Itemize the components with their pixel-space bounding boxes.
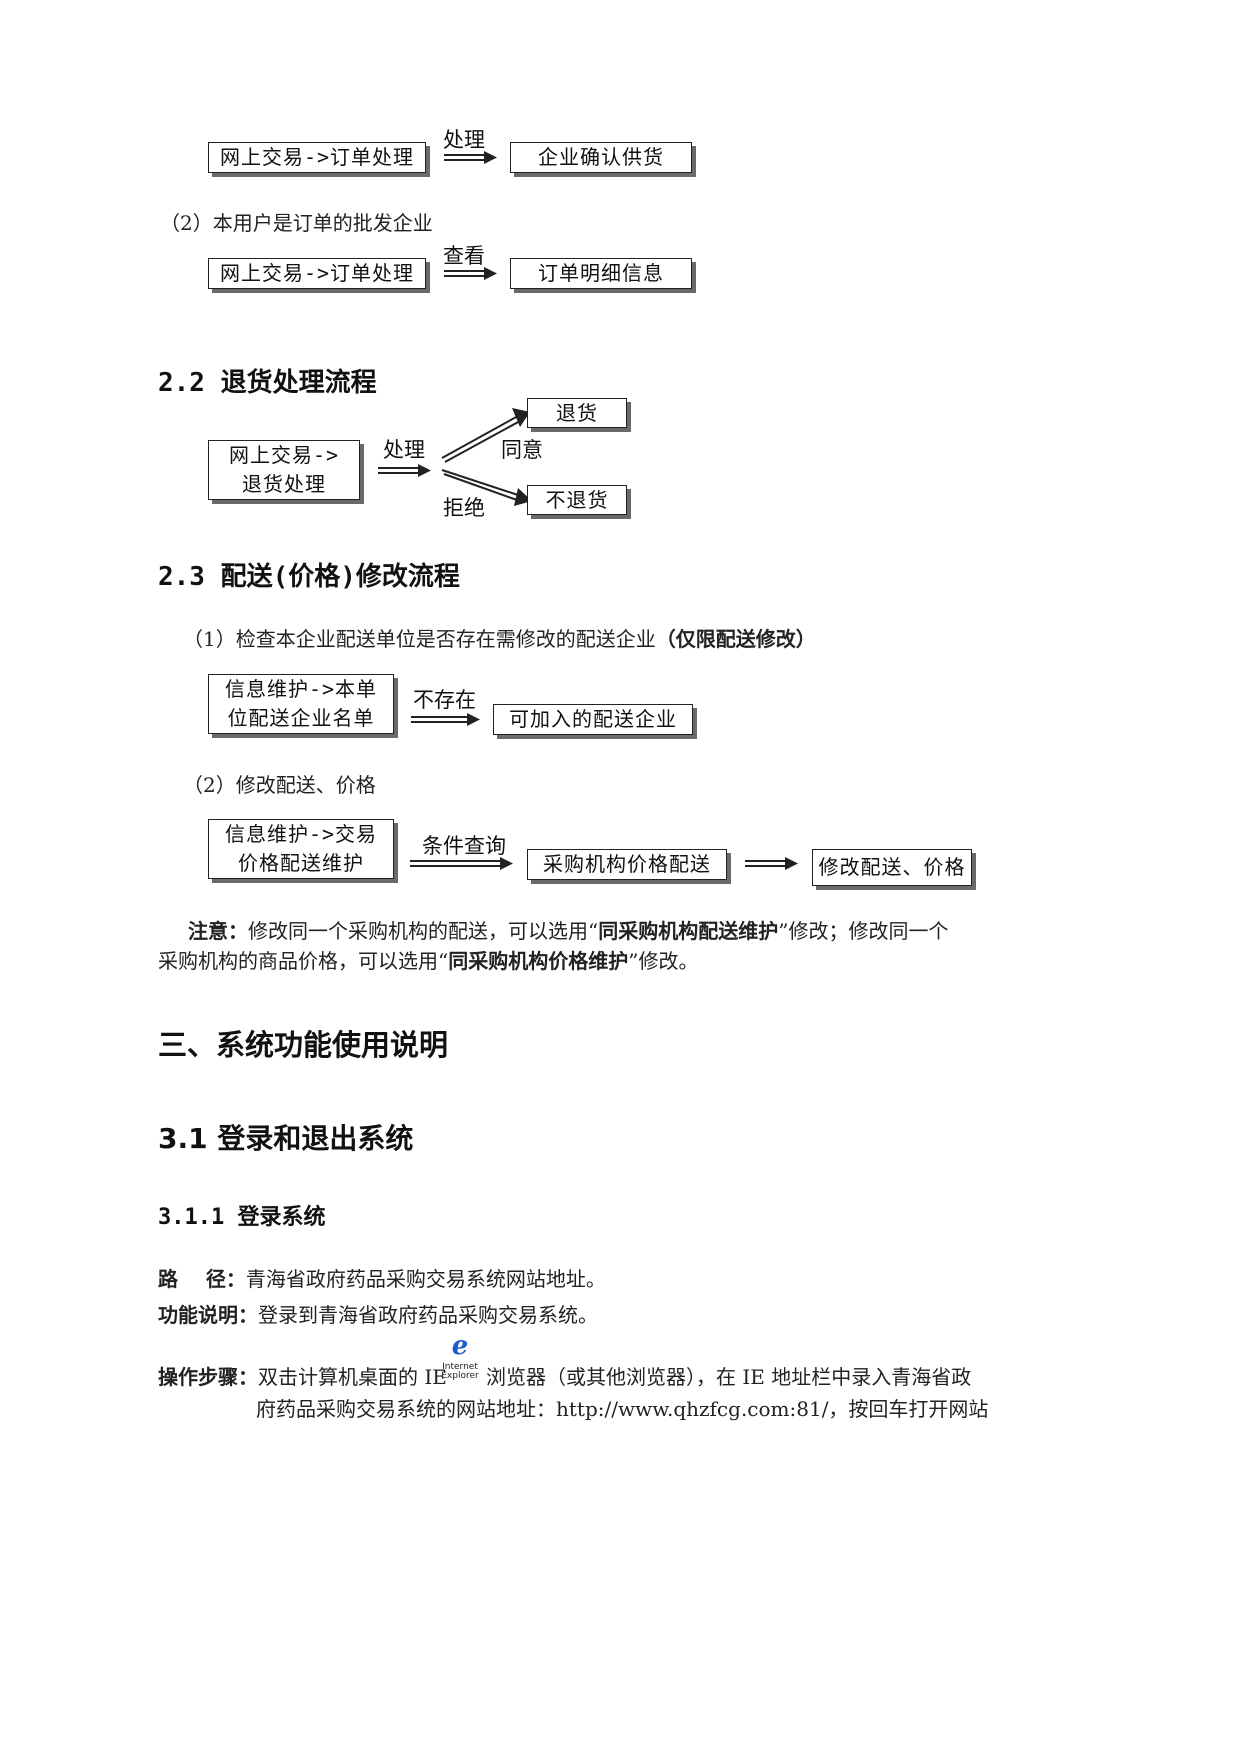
function-line: 功能说明：登录到青海省政府药品采购交易系统。 — [158, 1298, 598, 1332]
note-prefix: 注意： — [188, 919, 248, 943]
box-label: 企业确认供货 — [538, 145, 664, 169]
flow-box-no-return: 不退货 — [527, 485, 627, 515]
section-2-2-title: 2.2 退货处理流程 — [158, 368, 377, 398]
steps-line-1: 操作步骤：双击计算机桌面的 IE — [158, 1360, 447, 1394]
step1-bold-text: （仅限配送修改） — [655, 627, 816, 651]
function-label: 功能说明： — [158, 1303, 258, 1327]
flow-box-enterprise-confirm: 企业确认供货 — [510, 142, 692, 173]
box-line-2: 位配送企业名单 — [227, 706, 375, 730]
note-text: ”修改；修改同一个 — [778, 919, 949, 943]
box-line-2: 价格配送维护 — [238, 851, 364, 875]
steps-text: 双击计算机桌面的 IE — [258, 1365, 447, 1389]
note-text: 修改同一个采购机构的配送，可以选用“ — [248, 919, 599, 943]
section-2-3-title: 2.3 配送(价格)修改流程 — [158, 562, 460, 592]
branch-reject-label: 拒绝 — [443, 496, 485, 520]
note-text: ”修改。 — [628, 949, 699, 973]
ie-icon-text-2: Explorer — [441, 1371, 479, 1381]
ie-icon-text-1: Internet — [442, 1362, 478, 1372]
chapter-3-title: 三、系统功能使用说明 — [158, 1028, 449, 1062]
path-label: 路 径： — [158, 1267, 246, 1291]
step1-text: （1）检查本企业配送单位是否存在需修改的配送企业 — [183, 627, 656, 651]
path-line: 路 径：青海省政府药品采购交易系统网站地址。 — [158, 1262, 606, 1296]
flow-box-modify-delivery-price: 修改配送、价格 — [812, 849, 972, 886]
note-bold: 同采购机构配送维护 — [598, 919, 779, 943]
box-label: 网上交易->订单处理 — [219, 145, 415, 169]
box-label: 采购机构价格配送 — [543, 852, 711, 876]
box-line-1: 网上交易-> — [228, 443, 340, 467]
box-label: 修改配送、价格 — [818, 855, 966, 879]
internet-explorer-icon: e Internet Explorer — [438, 1333, 482, 1382]
double-arrow-icon — [410, 857, 513, 870]
flow-box-order-detail: 订单明细信息 — [510, 258, 692, 289]
double-arrow-icon — [745, 857, 798, 870]
flow-box-order-processing: 网上交易->订单处理 — [208, 142, 426, 173]
box-label: 不退货 — [545, 487, 609, 512]
wholesale-case-label: （2）本用户是订单的批发企业 — [160, 211, 433, 235]
step2-label: （2）修改配送、价格 — [183, 773, 376, 797]
note-text: 采购机构的商品价格，可以选用“ — [158, 949, 449, 973]
flow-box-order-processing-2: 网上交易->订单处理 — [208, 258, 426, 289]
double-arrow-icon — [444, 267, 497, 280]
box-line-1: 信息维护->本单 — [224, 677, 378, 701]
note-line-2: 采购机构的商品价格，可以选用“同采购机构价格维护”修改。 — [158, 944, 698, 978]
function-text: 登录到青海省政府药品采购交易系统。 — [258, 1303, 598, 1327]
flow-box-delivery-list: 信息维护->本单 位配送企业名单 — [208, 674, 394, 734]
flow-box-trade-price-maintenance: 信息维护->交易 价格配送维护 — [208, 819, 394, 879]
double-arrow-icon — [378, 464, 431, 477]
branch-agree-label: 同意 — [501, 438, 543, 462]
flow-action-label: 查看 — [443, 244, 485, 268]
step1-label: （1）检查本企业配送单位是否存在需修改的配送企业（仅限配送修改） — [183, 622, 816, 656]
steps-label: 操作步骤： — [158, 1365, 258, 1389]
box-label: 订单明细信息 — [538, 261, 664, 285]
flow-box-addable-delivery: 可加入的配送企业 — [493, 704, 693, 735]
flow-action-label: 不存在 — [413, 688, 476, 712]
steps-line-1-cont: 浏览器（或其他浏览器），在 IE 地址栏中录入青海省政 — [486, 1365, 972, 1389]
section-3-1-1-title: 3.1.1 登录系统 — [158, 1205, 326, 1230]
box-line-2: 退货处理 — [242, 472, 326, 496]
section-3-1-title: 3.1 登录和退出系统 — [158, 1117, 413, 1157]
flow-action-label: 处理 — [383, 438, 425, 462]
double-arrow-icon — [411, 713, 480, 726]
box-label: 退货 — [556, 400, 598, 425]
box-label: 可加入的配送企业 — [509, 707, 677, 731]
box-line-1: 信息维护->交易 — [224, 822, 378, 846]
note-bold: 同采购机构价格维护 — [448, 949, 629, 973]
double-arrow-icon — [444, 151, 497, 164]
note-line-1: 注意：修改同一个采购机构的配送，可以选用“同采购机构配送维护”修改；修改同一个 — [188, 914, 948, 948]
path-text: 青海省政府药品采购交易系统网站地址。 — [245, 1267, 606, 1291]
flow-box-return: 退货 — [527, 398, 627, 428]
flow-action-label: 处理 — [443, 128, 485, 152]
box-label: 网上交易->订单处理 — [219, 261, 415, 285]
steps-line-2: 府药品采购交易系统的网站地址：http://www.qhzfcg.com:81/… — [256, 1397, 989, 1421]
flow-box-purchaser-price-delivery: 采购机构价格配送 — [527, 849, 727, 880]
section-3-1-title-text: 3.1 登录和退出系统 — [158, 1122, 414, 1155]
flow-box-return-processing: 网上交易-> 退货处理 — [208, 440, 360, 500]
flow-action-label: 条件查询 — [422, 834, 506, 858]
